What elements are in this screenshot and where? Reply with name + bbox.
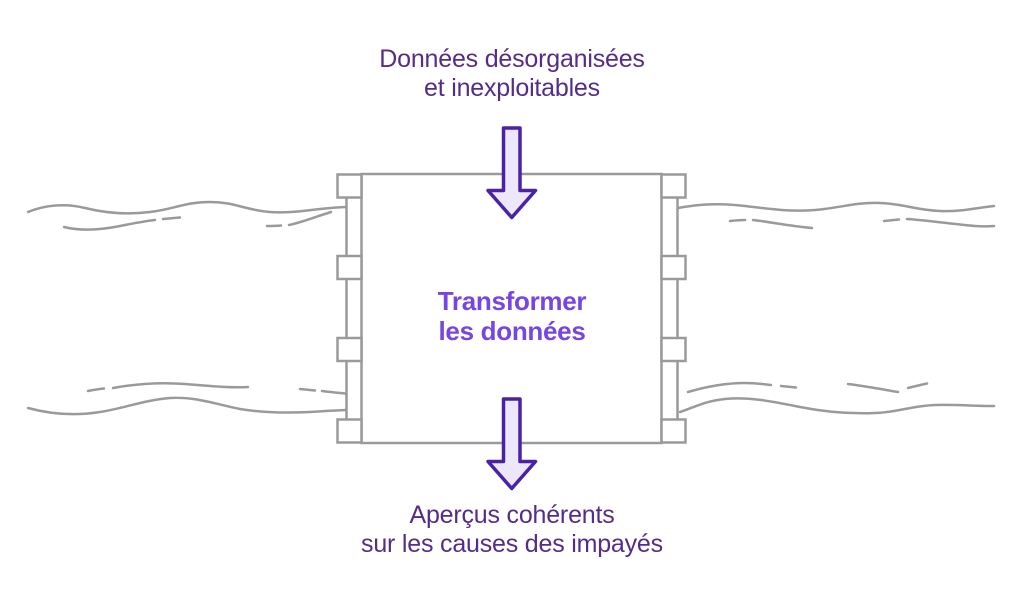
right-pipe-waves [676,201,996,415]
left-flange-tab [336,336,363,363]
top-down-arrow-icon [486,126,538,220]
left-flange-tab [336,418,363,444]
left-lower-wave-solid [26,396,348,416]
left-upper-wave-broken [62,210,333,231]
process-label: Transformer les données [437,286,587,346]
right-flange-tab [660,336,687,363]
right-lower-wave-broken [686,381,929,394]
left-flange-tab [336,173,363,199]
bottom-down-arrow-icon [486,397,538,491]
left-flange [336,173,363,444]
right-flange-tab [660,418,687,444]
right-flange-tab [660,254,687,281]
right-upper-wave-broken [728,217,996,230]
left-flange-tab [336,254,363,281]
right-upper-wave-solid [676,201,996,213]
input-label: Données désorganisées et inexploitables [379,45,645,102]
left-upper-wave-solid [26,200,348,215]
right-flange-tab [660,173,687,199]
output-label: Aperçus cohérents sur les causes des imp… [361,501,663,558]
right-lower-wave-solid [678,397,996,415]
right-flange [660,173,687,444]
left-pipe-waves [26,200,348,416]
left-lower-wave-broken [86,381,348,395]
